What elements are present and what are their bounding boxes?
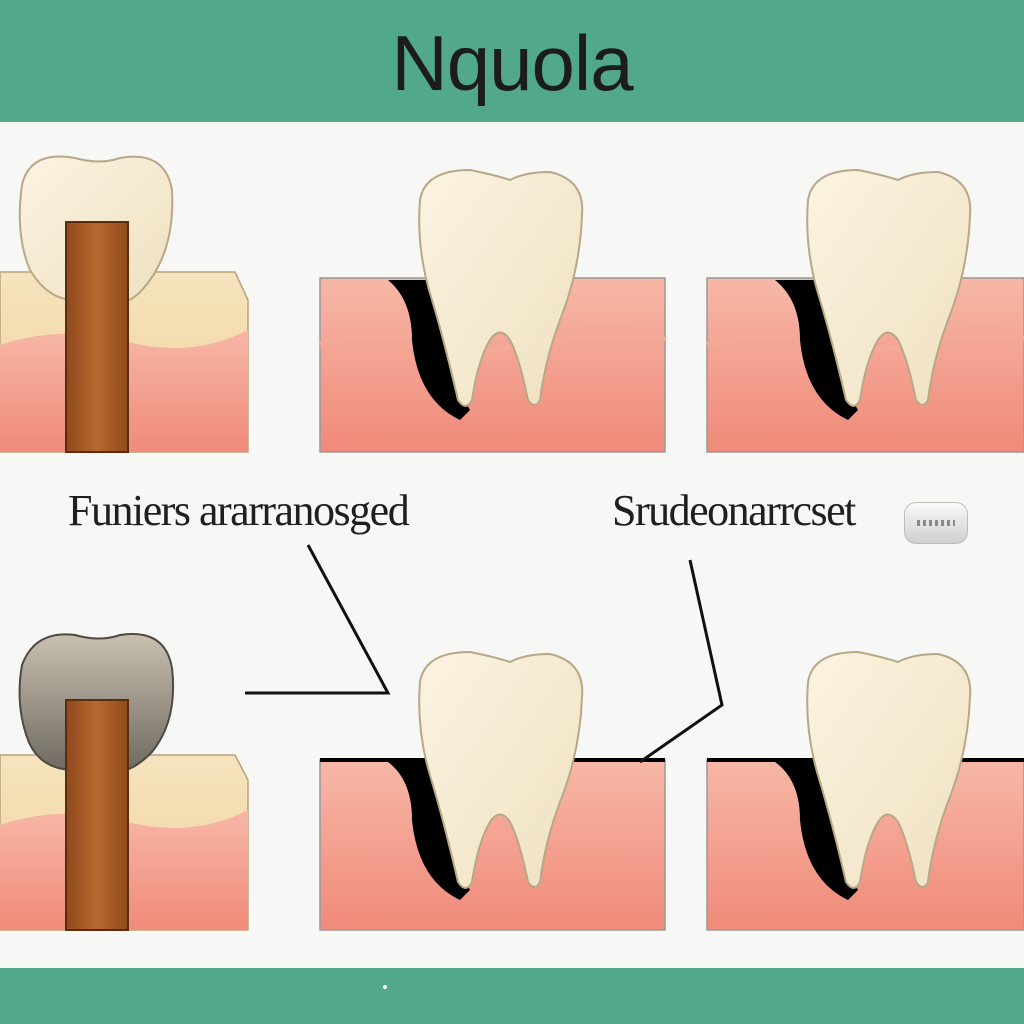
panel-top-left [0, 155, 249, 453]
panel-top-middle [319, 168, 667, 453]
tooth [418, 168, 584, 407]
header-band [0, 0, 1024, 122]
tooth [806, 168, 972, 407]
pocket-shadow [388, 762, 470, 900]
label-right: Srudeonarrcset [612, 486, 856, 535]
panel-bottom-right [706, 650, 1024, 931]
footer-band [0, 968, 1024, 1024]
callout-line-right [639, 559, 724, 764]
pocket-shadow [775, 280, 858, 420]
label-left: Funiers ararranosged [68, 486, 410, 535]
page-title: Nquola [391, 19, 633, 107]
panel-bottom-middle [319, 650, 666, 931]
panel-top-right [706, 168, 1024, 453]
post [65, 699, 129, 931]
pocket-shadow [775, 762, 858, 900]
footer-dot [383, 985, 387, 989]
callout-line-left [245, 544, 391, 695]
post [65, 221, 129, 453]
panel-bottom-left [0, 633, 249, 931]
tooth [418, 650, 584, 889]
pocket-shadow [388, 280, 470, 420]
device-icon [904, 502, 968, 544]
tooth [806, 650, 972, 889]
